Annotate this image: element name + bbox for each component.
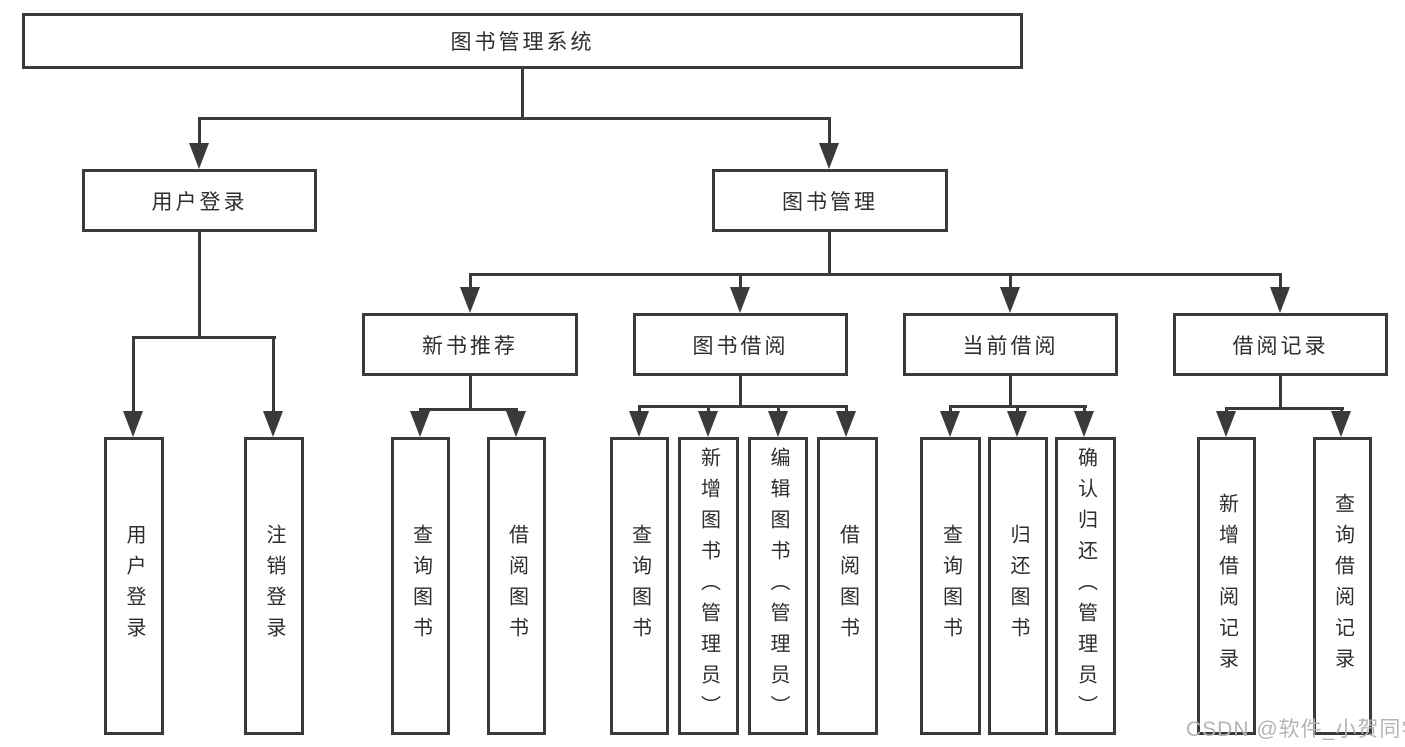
connector-arm-leaf — [1225, 407, 1228, 411]
connector-books-stem — [828, 232, 831, 273]
arrow-down-icon — [123, 411, 143, 437]
leaf-current-query-books: 查询图书 — [920, 437, 981, 735]
leaf-borrow-borrow-books-label: 借阅图书 — [836, 524, 859, 648]
connector-arm-books — [828, 117, 831, 143]
leaf-borrow-add-books-admin-label: 新增图书（管理员） — [697, 446, 720, 726]
connector-user-hbar — [133, 336, 276, 339]
connector-recommend-hbar — [419, 408, 518, 411]
leaf-recommend-borrow-books-label: 借阅图书 — [505, 524, 528, 648]
arrow-down-icon — [698, 411, 718, 437]
connector-arm-leaf — [638, 405, 641, 411]
arrow-down-icon — [1007, 411, 1027, 437]
arrow-down-icon — [460, 287, 480, 313]
leaf-borrow-query-books-label: 查询图书 — [628, 524, 651, 648]
arrow-down-icon — [1270, 287, 1290, 313]
connector-arm-leaf — [845, 405, 848, 411]
leaf-user-login: 用户登录 — [104, 437, 164, 735]
connector-borrow-hbar — [638, 405, 848, 408]
connector-arm-leaf — [1340, 407, 1343, 411]
arrow-down-icon — [1000, 287, 1020, 313]
node-borrow-records: 借阅记录 — [1173, 313, 1388, 376]
arrow-down-icon — [1216, 411, 1236, 437]
leaf-borrow-add-books-admin: 新增图书（管理员） — [678, 437, 739, 735]
connector-arm-leaf — [1083, 405, 1086, 411]
leaf-recommend-borrow-books: 借阅图书 — [487, 437, 546, 735]
arrow-down-icon — [730, 287, 750, 313]
connector-arm-leaf — [272, 336, 275, 411]
arrow-down-icon — [1331, 411, 1351, 437]
connector-arm-leaf — [1016, 405, 1019, 411]
connector-user-stem — [198, 232, 201, 336]
leaf-borrow-borrow-books: 借阅图书 — [817, 437, 878, 735]
node-current-borrow-label: 当前借阅 — [962, 334, 1059, 358]
node-root: 图书管理系统 — [22, 13, 1023, 69]
arrow-down-icon — [940, 411, 960, 437]
connector-arm-leaf — [949, 405, 952, 411]
node-book-management-label: 图书管理 — [782, 190, 878, 214]
leaf-records-add-record: 新增借阅记录 — [1197, 437, 1256, 735]
connector-records-hbar — [1225, 407, 1344, 410]
leaf-records-query-record-label: 查询借阅记录 — [1331, 493, 1354, 679]
connector-arm-recommend — [469, 273, 472, 287]
node-new-book-recommend: 新书推荐 — [362, 313, 578, 376]
connector-root-hbar — [198, 117, 831, 120]
connector-arm-user — [198, 117, 201, 143]
node-root-label: 图书管理系统 — [450, 31, 595, 54]
watermark-text: CSDN @软件_小贺同学 — [1186, 718, 1405, 741]
connector-borrow-stem — [739, 376, 742, 405]
leaf-recommend-query-books: 查询图书 — [391, 437, 450, 735]
leaf-records-query-record: 查询借阅记录 — [1313, 437, 1372, 735]
leaf-current-confirm-return-admin-label: 确认归还（管理员） — [1074, 446, 1097, 726]
connector-records-stem — [1279, 376, 1282, 407]
connector-arm-leaf — [515, 408, 518, 411]
leaf-borrow-edit-books-admin: 编辑图书（管理员） — [748, 437, 808, 735]
arrow-down-icon — [263, 411, 283, 437]
leaf-logout: 注销登录 — [244, 437, 304, 735]
arrow-down-icon — [189, 143, 209, 169]
connector-arm-current — [1009, 273, 1012, 287]
connector-arm-leaf — [419, 408, 422, 411]
leaf-current-query-books-label: 查询图书 — [939, 524, 962, 648]
node-user-login-label: 用户登录 — [151, 190, 248, 214]
connector-current-stem — [1009, 376, 1012, 405]
arrow-down-icon — [819, 143, 839, 169]
connector-arm-records — [1279, 273, 1282, 287]
arrow-down-icon — [410, 411, 430, 437]
connector-books-hbar — [469, 273, 1282, 276]
node-book-borrow: 图书借阅 — [633, 313, 848, 376]
node-book-borrow-label: 图书借阅 — [692, 334, 789, 358]
arrow-down-icon — [1074, 411, 1094, 437]
connector-recommend-stem — [469, 376, 472, 408]
arrow-down-icon — [836, 411, 856, 437]
connector-arm-leaf — [132, 336, 135, 411]
leaf-borrow-edit-books-admin-label: 编辑图书（管理员） — [767, 446, 789, 726]
leaf-current-return-books: 归还图书 — [988, 437, 1048, 735]
arrow-down-icon — [506, 411, 526, 437]
node-book-management: 图书管理 — [712, 169, 948, 232]
leaf-borrow-query-books: 查询图书 — [610, 437, 669, 735]
leaf-user-login-label: 用户登录 — [123, 524, 145, 648]
connector-arm-borrow — [739, 273, 742, 287]
leaf-current-return-books-label: 归还图书 — [1007, 524, 1029, 648]
leaf-records-add-record-label: 新增借阅记录 — [1215, 493, 1238, 679]
node-borrow-records-label: 借阅记录 — [1232, 334, 1329, 358]
leaf-logout-label: 注销登录 — [263, 524, 285, 648]
arrow-down-icon — [768, 411, 788, 437]
connector-root-stem — [521, 69, 524, 117]
node-user-login: 用户登录 — [82, 169, 317, 232]
leaf-current-confirm-return-admin: 确认归还（管理员） — [1055, 437, 1116, 735]
connector-arm-leaf — [777, 405, 780, 411]
arrow-down-icon — [629, 411, 649, 437]
connector-arm-leaf — [707, 405, 710, 411]
leaf-recommend-query-books-label: 查询图书 — [409, 524, 432, 648]
node-new-book-recommend-label: 新书推荐 — [422, 334, 518, 358]
node-current-borrow: 当前借阅 — [903, 313, 1118, 376]
